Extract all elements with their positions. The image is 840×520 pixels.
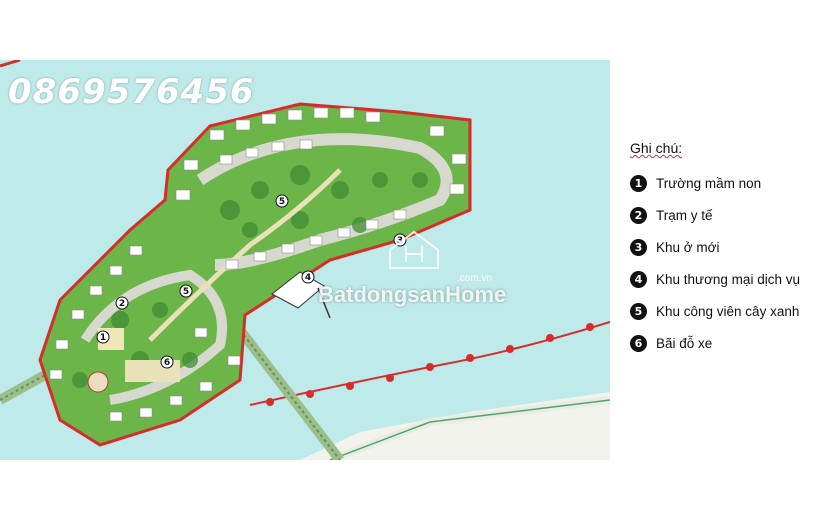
marker-6: [160, 355, 174, 369]
legend-item: 2 Trạm y tế: [630, 206, 835, 225]
legend-item: 5 Khu công viên cây xanh: [630, 302, 835, 321]
lower-road-edge: [329, 399, 611, 461]
brand-watermark: BatdongsanHome: [318, 282, 507, 307]
marker-2: [115, 296, 129, 310]
marker-1: [96, 330, 110, 344]
marker-5-south-label: 5: [183, 287, 189, 297]
legend-label: Khu thương mại dịch vụ: [656, 272, 800, 287]
legend-number-badge: 6: [630, 335, 647, 352]
legend-number-badge: 1: [630, 175, 647, 192]
legend-title: Ghi chú:: [630, 140, 683, 156]
buildings: [49, 107, 467, 422]
marker-3-label: 3: [397, 236, 403, 246]
marker-5-north-label: 5: [279, 197, 285, 207]
bridge-bottom: [236, 326, 344, 464]
rail-line-top: [0, 58, 21, 68]
site-plan-map: 1 2 3 4 5 5 6: [0, 58, 611, 464]
map-legend: Ghi chú: 1 Trường mầm non 2 Trạm y tế 3 …: [630, 140, 835, 366]
marker-3: [393, 233, 407, 247]
park-path: [148, 168, 342, 342]
roundabout: [87, 371, 109, 393]
legend-label: Bãi đỗ xe: [656, 336, 713, 351]
legend-number-badge: 4: [630, 271, 647, 288]
marker-5-north: [275, 194, 289, 208]
phone-number-watermark: 0869576456: [8, 72, 255, 112]
marker-4: [301, 270, 315, 284]
rail-dots: [266, 323, 594, 406]
house-logo-icon: [389, 230, 439, 269]
legend-item: 6 Bãi đỗ xe: [630, 334, 835, 353]
marker-6-label: 6: [164, 358, 170, 368]
legend-number-badge: 3: [630, 239, 647, 256]
marker-4-label: 4: [305, 273, 311, 283]
legend-label: Khu công viên cây xanh: [656, 304, 800, 319]
legend-label: Trạm y tế: [656, 208, 713, 223]
brand-domain-watermark: .com.vn: [457, 273, 493, 284]
legend-item: 3 Khu ở mới: [630, 238, 835, 257]
marker-2-label: 2: [119, 299, 125, 309]
legend-number-badge: 2: [630, 207, 647, 224]
marker-1-label: 1: [100, 333, 106, 343]
legend-label: Khu ở mới: [656, 240, 720, 255]
site-plan-svg: 1 2 3 4 5 5 6: [0, 58, 611, 464]
pier: [317, 287, 331, 319]
legend-label: Trường mầm non: [656, 176, 762, 191]
legend-item: 4 Khu thương mại dịch vụ: [630, 270, 835, 289]
legend-item: 1 Trường mầm non: [630, 174, 835, 193]
legend-number-badge: 5: [630, 303, 647, 320]
marker-5-south: [179, 284, 193, 298]
